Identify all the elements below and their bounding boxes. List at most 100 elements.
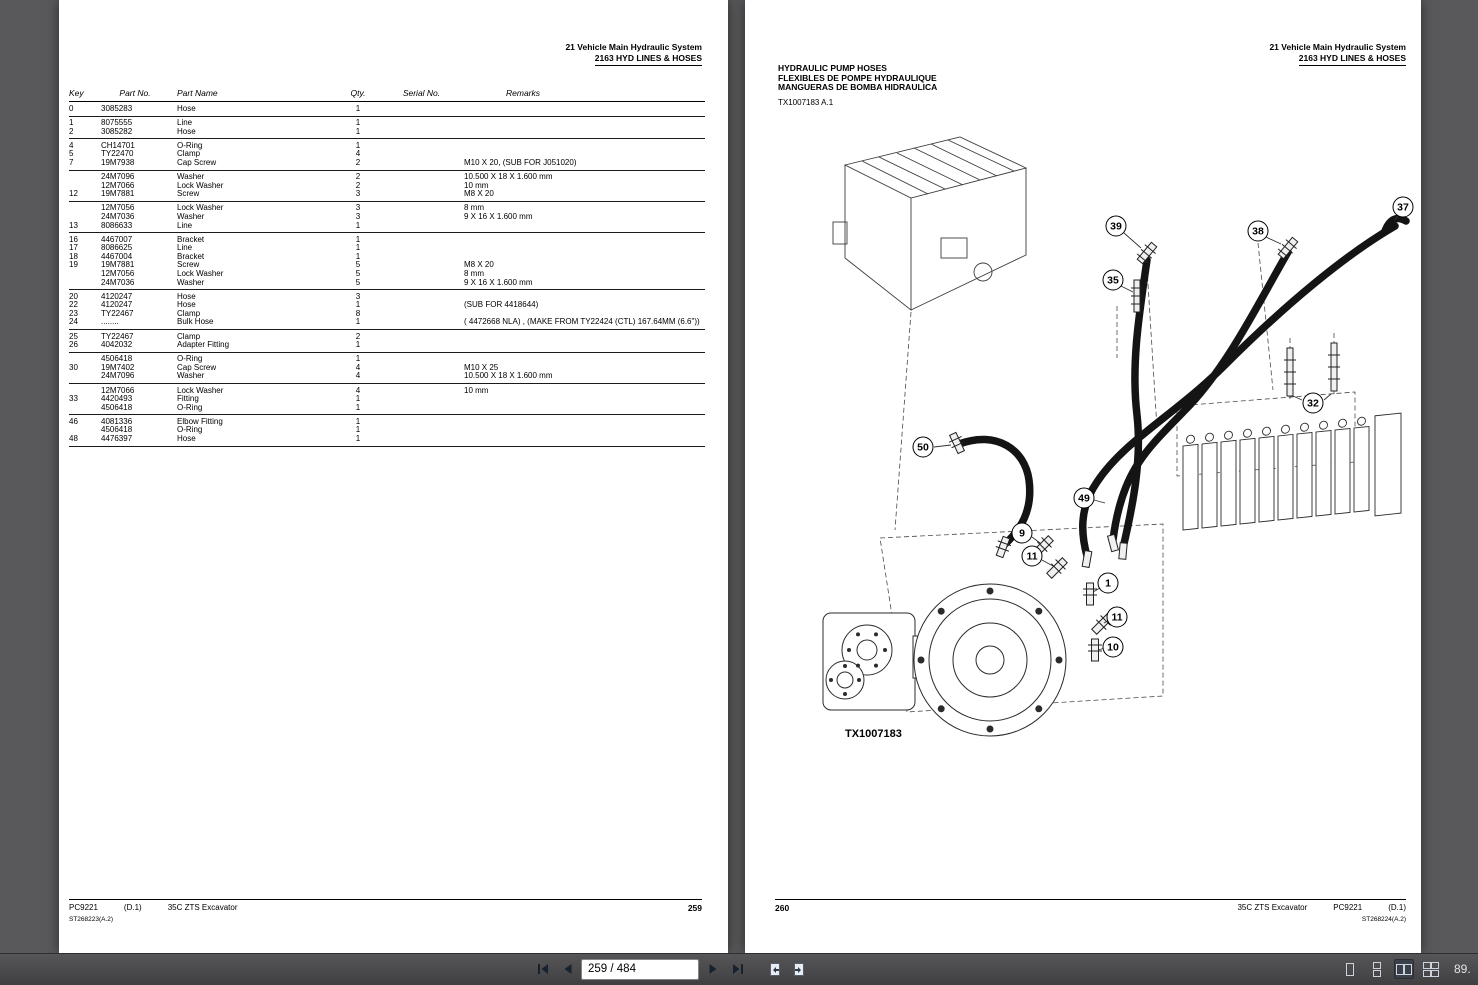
cell-qty: 3	[355, 189, 361, 199]
cell-remarks: 10.500 X 18 X 1.600 mm	[464, 371, 553, 381]
header-system-line: 21 Vehicle Main Hydraulic System	[565, 42, 702, 52]
cell-qty: 1	[355, 104, 361, 113]
footer-revision: (D.1)	[1388, 903, 1406, 912]
cell-part_no: 24M7096	[101, 172, 135, 182]
callout-49: 49	[1073, 487, 1095, 509]
cell-serial	[379, 182, 464, 191]
cell-serial	[379, 355, 464, 364]
cell-serial	[379, 142, 464, 151]
cell-remarks	[464, 236, 705, 245]
cell-name: Clamp	[177, 149, 201, 159]
previous-view-icon	[770, 962, 780, 976]
cell-name: Clamp	[177, 308, 201, 318]
cell-qty: 4	[355, 371, 361, 381]
cell-name: Washer	[177, 211, 205, 221]
cell-remarks: 10.500 X 18 X 1.600 mm	[464, 172, 553, 182]
cell-serial	[379, 253, 464, 262]
callout-37: 37	[1392, 196, 1414, 218]
cell-serial	[379, 435, 464, 444]
continuous-facing-view-button[interactable]	[1421, 959, 1441, 979]
cell-serial	[379, 293, 464, 302]
previous-page-button[interactable]	[557, 958, 577, 980]
cell-part_no: 4042032	[101, 340, 133, 350]
page-number-box[interactable]: ▾	[581, 958, 699, 980]
cell-serial	[379, 301, 464, 310]
cell-name: Lock Washer	[177, 269, 224, 278]
figure-title: HYDRAULIC PUMP HOSES FLEXIBLES DE POMPE …	[778, 63, 937, 93]
cell-remarks: ( 4472668 NLA) , (MAKE FROM TY22424 (CTL…	[464, 317, 700, 327]
cell-name: Adapter Fitting	[177, 340, 230, 350]
cell-serial	[379, 128, 464, 137]
first-page-icon	[537, 964, 548, 974]
cell-key: 33	[69, 394, 78, 404]
cell-part_no: 12M7056	[101, 269, 135, 278]
cell-key: 19	[69, 260, 78, 270]
cell-qty: 2	[355, 172, 361, 182]
cell-name: Lock Washer	[177, 203, 224, 213]
cell-part_no: 8086633	[101, 220, 133, 230]
previous-view-button[interactable]	[765, 958, 785, 980]
cell-key: 18	[69, 251, 78, 261]
continuous-view-button[interactable]	[1367, 959, 1387, 979]
cell-part_no: 12M7066	[101, 180, 135, 190]
cell-qty: 1	[355, 118, 361, 128]
cell-part_no: 19M7881	[101, 260, 135, 270]
continuous-facing-view-icon	[1423, 961, 1439, 977]
page-number-input[interactable]	[582, 959, 698, 979]
header-section-line: 2163 HYD LINES & HOSES	[594, 53, 702, 66]
cell-name: Lock Washer	[177, 180, 224, 190]
sheet-code: ST268223(A.2)	[69, 916, 114, 923]
cell-name: Screw	[177, 189, 200, 199]
cell-remarks	[464, 142, 705, 151]
callout-10: 10	[1102, 636, 1124, 658]
cell-key: 24	[69, 317, 78, 327]
cell-key	[69, 204, 93, 213]
cell-serial	[379, 270, 464, 279]
cell-remarks	[464, 222, 705, 231]
cell-qty: 1	[355, 434, 361, 443]
figure-label: TX1007183	[845, 728, 902, 740]
cell-remarks: M10 X 25	[464, 362, 499, 372]
cell-name: Cap Screw	[177, 362, 217, 372]
cell-key	[69, 279, 93, 288]
cell-part_no: 19M7402	[101, 362, 135, 372]
cell-key: 2	[69, 126, 74, 136]
cell-name: Lock Washer	[177, 385, 224, 395]
footer-model: 35C ZTS Excavator	[167, 903, 238, 912]
footer-model: 35C ZTS Excavator	[1237, 903, 1308, 912]
next-page-icon	[709, 964, 716, 974]
cell-serial	[379, 426, 464, 435]
cell-name: Bulk Hose	[177, 317, 214, 327]
cell-name: O-Ring	[177, 140, 203, 150]
cell-qty: 3	[355, 211, 361, 221]
facing-view-button[interactable]	[1394, 959, 1414, 979]
cell-remarks: 8 mm	[464, 203, 484, 213]
footer-doc-code: PC9221	[1333, 903, 1363, 912]
viewer-toolbar: ▾ 89.	[0, 953, 1478, 985]
single-page-view-button[interactable]	[1340, 959, 1360, 979]
next-view-button[interactable]	[789, 958, 809, 980]
page-right: 21 Vehicle Main Hydraulic System 2163 HY…	[745, 0, 1421, 953]
callout-35: 35	[1102, 269, 1124, 291]
cell-key: 23	[69, 308, 78, 318]
cell-qty: 1	[355, 416, 361, 426]
cell-serial	[379, 372, 464, 381]
callout-11: 11	[1106, 606, 1128, 628]
first-page-button[interactable]	[533, 958, 553, 980]
last-page-button[interactable]	[727, 958, 747, 980]
cell-name: O-Ring	[177, 354, 203, 364]
cell-key	[69, 270, 93, 279]
valve-block	[1182, 412, 1402, 531]
cell-part_no: 24M7036	[101, 277, 135, 287]
callout-1: 1	[1097, 572, 1119, 594]
next-page-button[interactable]	[703, 958, 723, 980]
